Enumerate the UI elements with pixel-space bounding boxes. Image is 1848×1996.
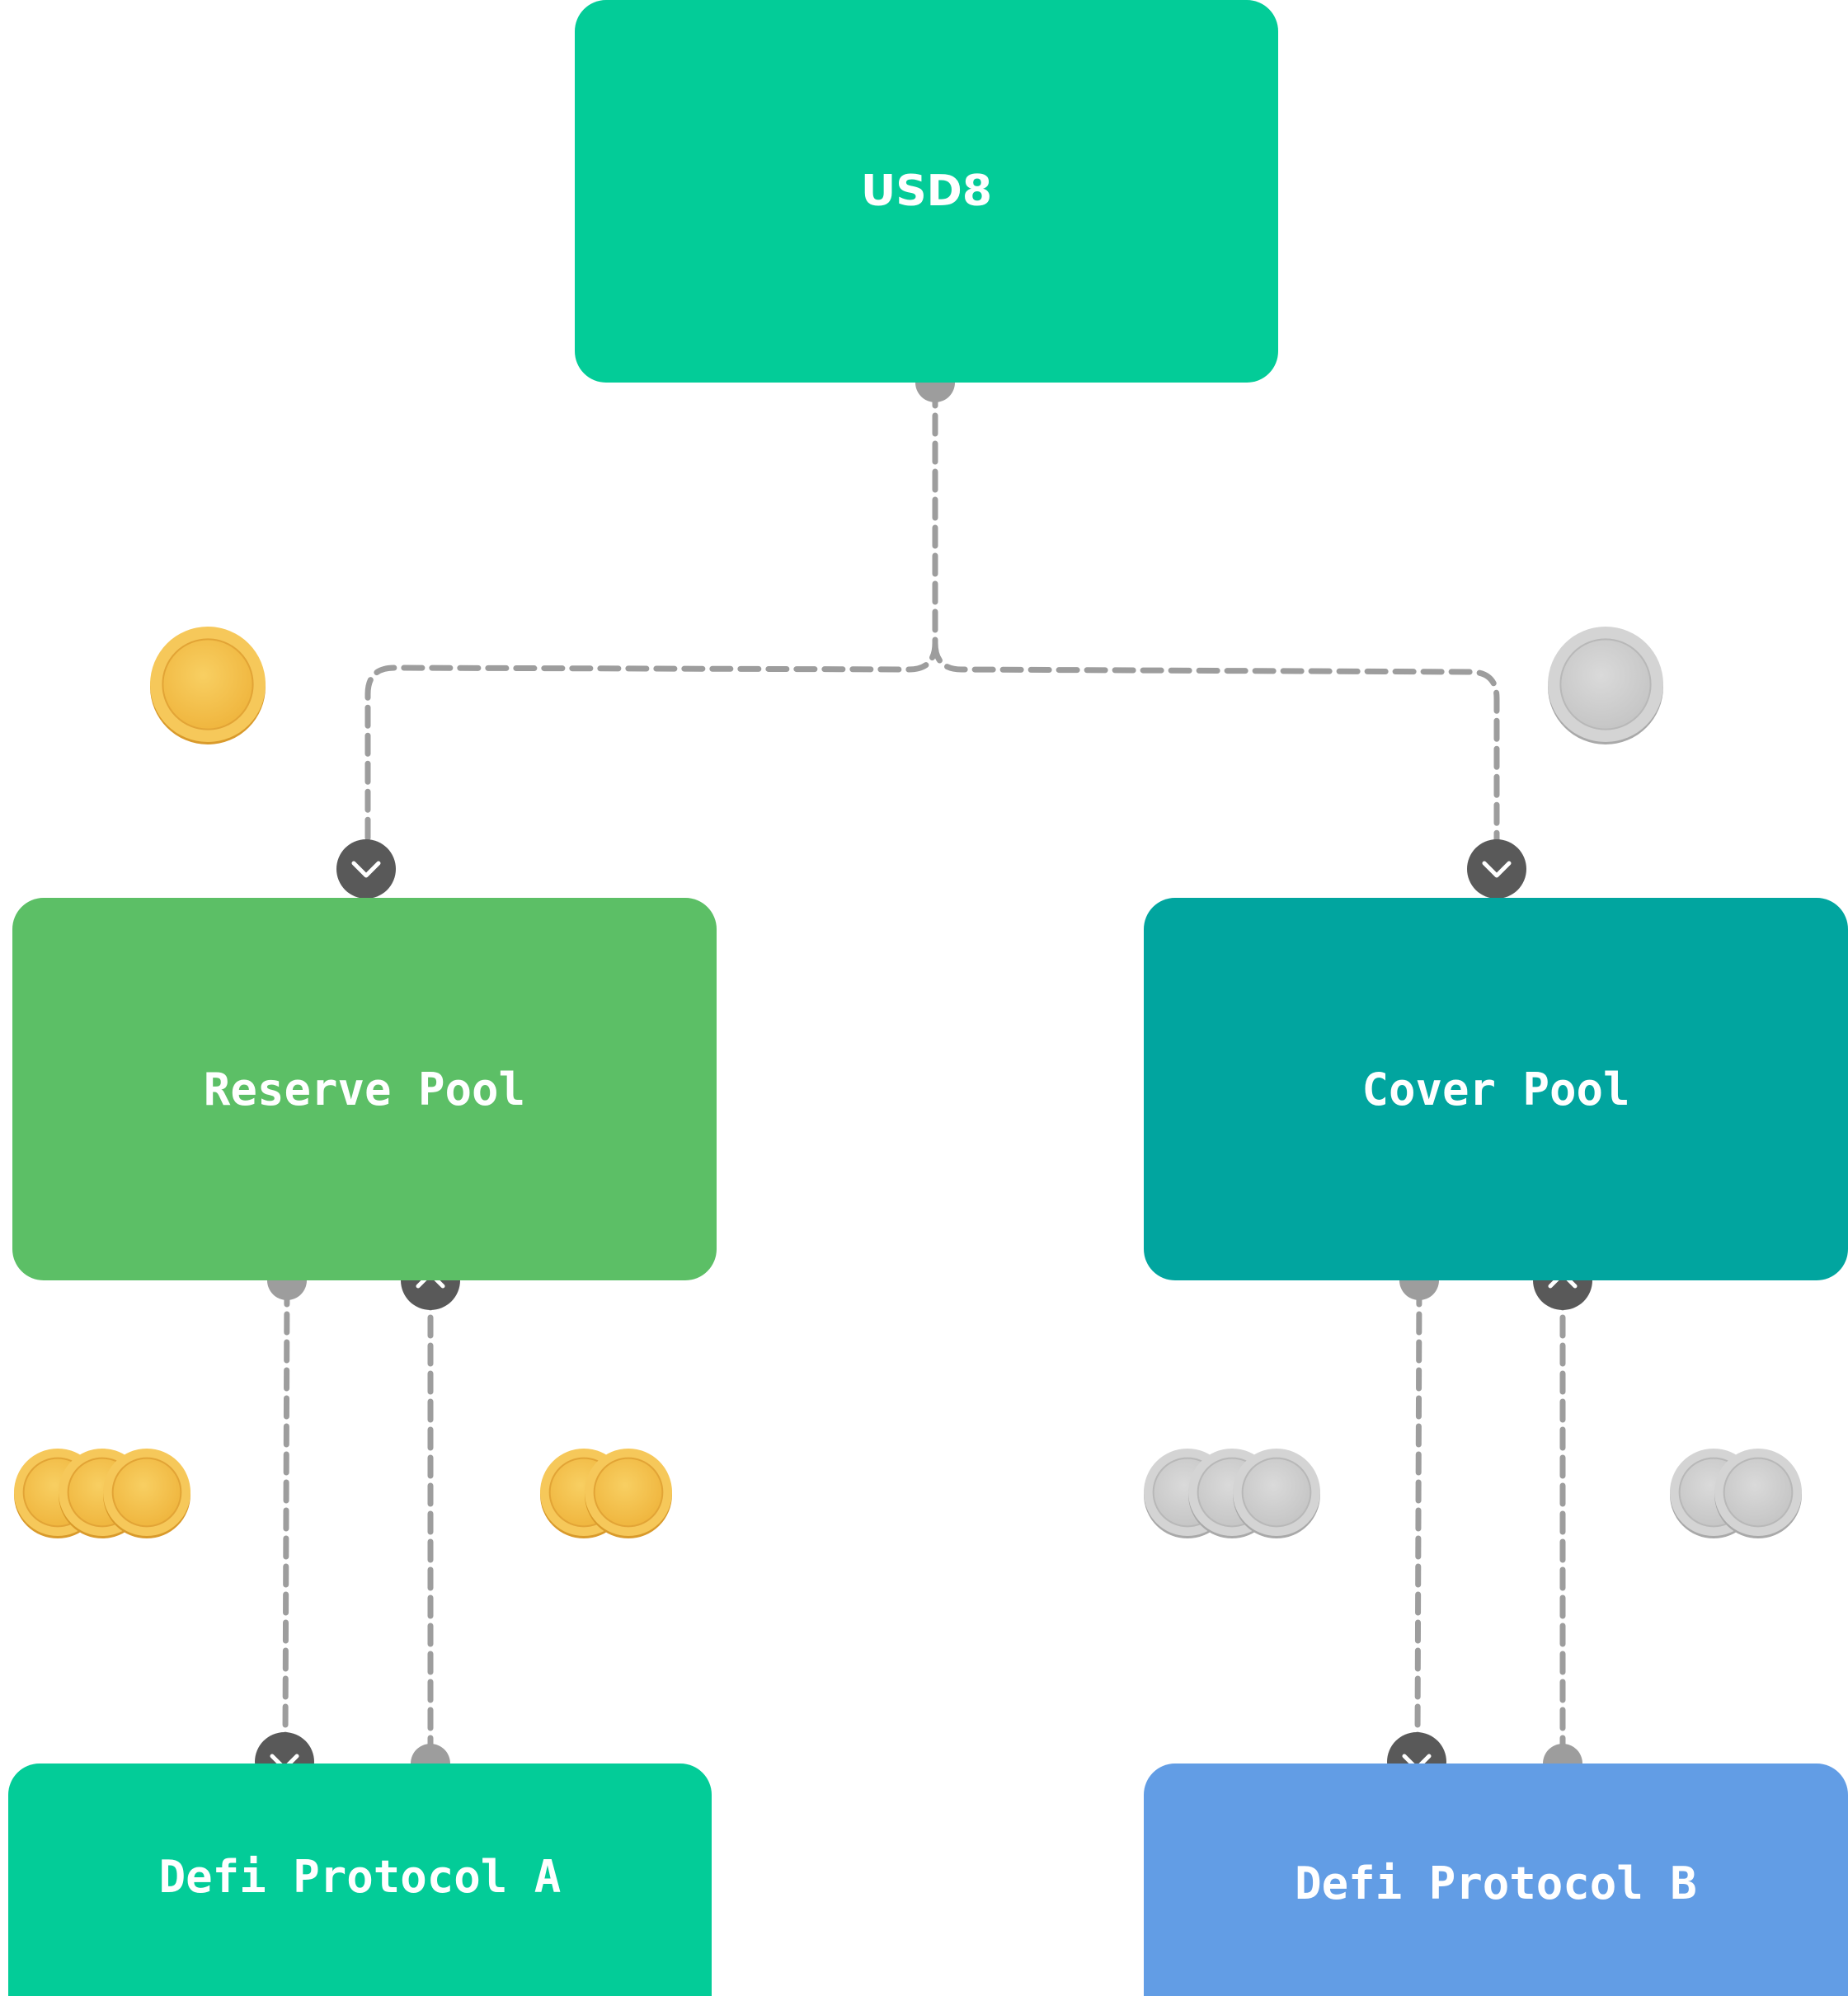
coin-icon bbox=[1233, 1449, 1320, 1538]
defi-protocol-a-node: Defi Protocol A bbox=[8, 1764, 712, 1996]
coin-icon bbox=[585, 1449, 672, 1538]
coin-icon bbox=[150, 627, 266, 744]
coin-stack-silver-double bbox=[1670, 1449, 1802, 1538]
coin-stack-gold-double bbox=[540, 1449, 672, 1538]
coin-stack-silver-triple bbox=[1144, 1449, 1320, 1538]
coin-icon bbox=[1714, 1449, 1802, 1538]
coin-icon bbox=[103, 1449, 190, 1538]
cover-input-chevron-down-icon bbox=[1467, 839, 1526, 899]
connector-usd8-to-reserve bbox=[364, 384, 938, 852]
coin-stack-gold-triple bbox=[14, 1449, 190, 1538]
connector-usd8-to-cover bbox=[932, 640, 1500, 852]
reserve-pool-label: Reserve Pool bbox=[203, 1063, 526, 1115]
coin-stack-gold-single bbox=[150, 627, 266, 744]
connector-reserve-to-protocol-a bbox=[282, 1283, 290, 1743]
connectors bbox=[282, 384, 1566, 1759]
connector-cover-to-protocol-b bbox=[1414, 1283, 1422, 1743]
reserve-pool-node: Reserve Pool bbox=[12, 898, 717, 1280]
coins bbox=[14, 627, 1802, 1538]
coin-stack-silver-single bbox=[1548, 627, 1663, 744]
defi-protocol-b-node: Defi Protocol B bbox=[1144, 1764, 1848, 1996]
reserve-input-chevron-down-icon bbox=[336, 839, 396, 899]
cover-pool-label: Cover Pool bbox=[1361, 1063, 1630, 1115]
coin-icon bbox=[1548, 627, 1663, 744]
usd8-label: USD8 bbox=[860, 167, 993, 216]
cover-pool-node: Cover Pool bbox=[1144, 898, 1848, 1280]
defi-protocol-a-label: Defi Protocol A bbox=[158, 1850, 562, 1903]
defi-protocol-b-label: Defi Protocol B bbox=[1295, 1857, 1697, 1909]
usd8-node: USD8 bbox=[575, 0, 1278, 383]
